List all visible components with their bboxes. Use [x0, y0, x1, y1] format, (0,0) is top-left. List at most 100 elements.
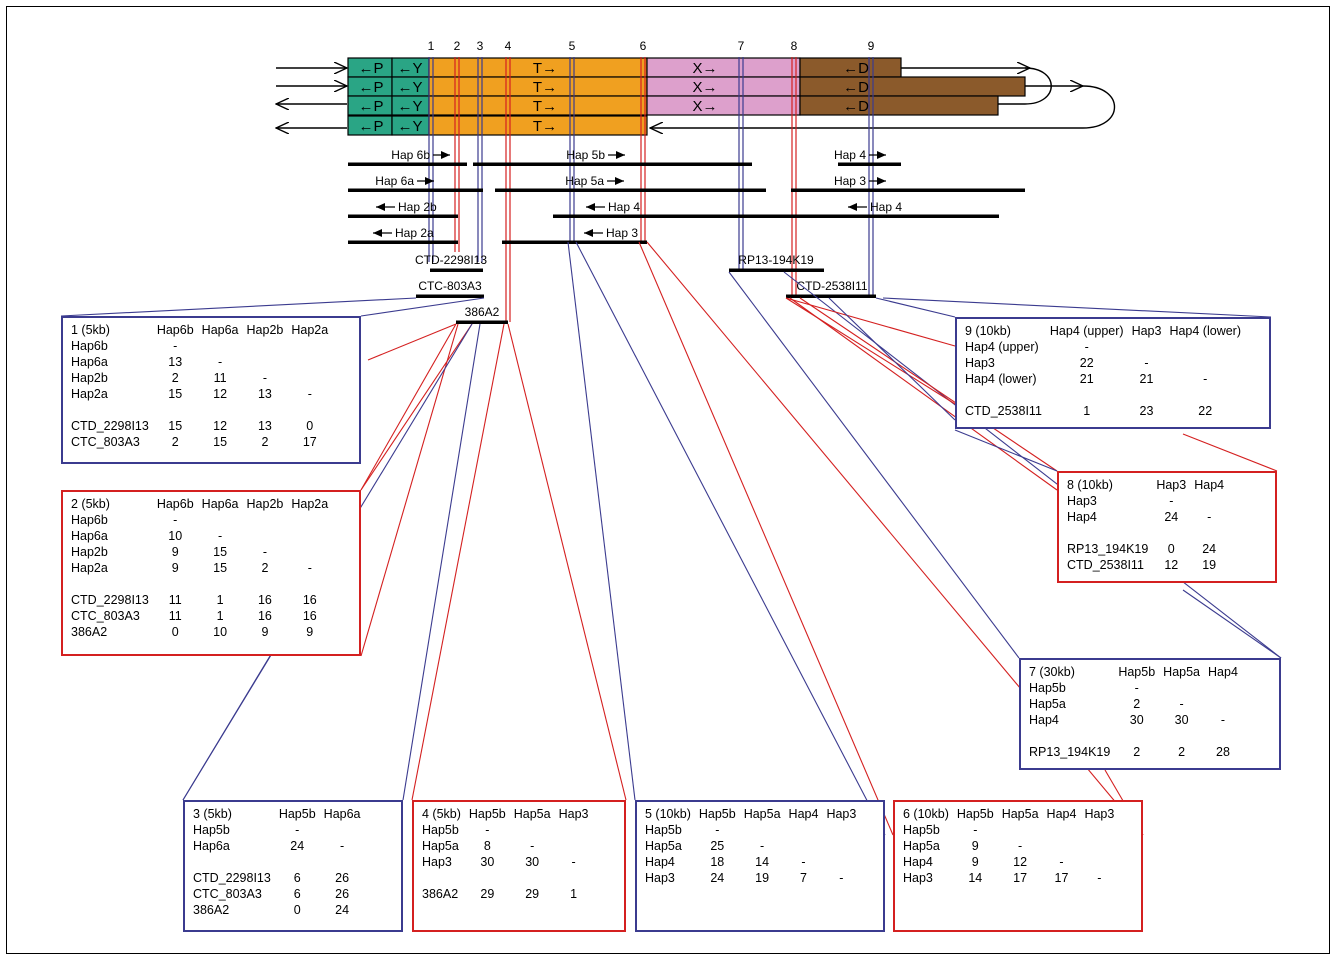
table-cell [1043, 822, 1081, 838]
table-cell: Hap4 [1067, 510, 1097, 524]
haplotype-label: Hap 6b [391, 148, 430, 162]
table-cell: 12 [1013, 855, 1028, 869]
table-cell: - [760, 839, 765, 853]
connector-line [638, 241, 894, 836]
table-cell: 15 [213, 435, 228, 449]
table-cell: - [1097, 871, 1102, 885]
table-cell: 22 [1079, 356, 1094, 370]
table-cell: - [307, 387, 312, 401]
table-cell: 29 [525, 887, 540, 901]
table-cell: - [173, 339, 178, 353]
table-cell: 8 [483, 839, 491, 853]
connector-line [875, 297, 956, 318]
table-cell: 16 [257, 593, 272, 607]
table-row [71, 402, 332, 418]
table-cell: 2 [261, 435, 269, 449]
connector-line [182, 655, 271, 801]
table-cell: 30 [1129, 713, 1144, 727]
table-title: 5 (10kb) [645, 807, 691, 821]
table-cell [740, 822, 785, 838]
table-cell: - [1220, 713, 1226, 727]
column-header: Hap5b [278, 807, 316, 821]
table-cell: 1 [1083, 404, 1091, 418]
site-number: 5 [569, 39, 576, 53]
column-header: Hap6a [201, 497, 239, 511]
table-cell: Hap4 [645, 855, 675, 869]
table-cell [822, 822, 860, 838]
haplotype-bar [473, 162, 752, 166]
column-header: Hap5b [1118, 665, 1156, 679]
clone-bar [729, 268, 824, 272]
table-title: 6 (10kb) [903, 807, 949, 821]
table-cell [243, 528, 288, 544]
table-cell: CTD_2298I13 [71, 419, 149, 433]
connector-line [360, 323, 457, 491]
table-cell: - [262, 545, 268, 559]
column-header: Hap6a [323, 807, 361, 821]
site-number: 9 [868, 39, 875, 53]
table-row [965, 387, 1245, 403]
table-cell: - [1179, 697, 1184, 711]
connector-line [367, 323, 457, 361]
table-cell: 10 [168, 529, 183, 543]
column-header: Hap3 [1156, 478, 1187, 492]
table-cell: 11 [168, 593, 182, 607]
table-cell: 23 [1139, 404, 1154, 418]
table-cell: RP13_194K19 [1067, 542, 1149, 556]
haplotype-bar [348, 214, 458, 218]
table-cell: 18 [710, 855, 725, 869]
table-cell [998, 822, 1043, 838]
segment-label: X→ [692, 98, 717, 115]
haplotype-bar [348, 188, 483, 192]
table-cell: 21 [1139, 372, 1154, 386]
table-cell: 0 [306, 419, 314, 433]
table-cell: 26 [335, 887, 350, 901]
haplotype-label: Hap 4 [608, 200, 640, 214]
table-cell: 13 [168, 355, 183, 369]
table-cell [1043, 838, 1081, 854]
table-cell: 24 [710, 871, 725, 885]
table-cell: 16 [257, 609, 272, 623]
table-cell: - [1203, 372, 1208, 386]
haplotype-label: Hap 3 [606, 226, 638, 240]
table-cell: - [262, 371, 268, 385]
loop-arrow [650, 85, 1116, 128]
segment-label: X→ [692, 60, 717, 77]
table-cell: 9 [971, 855, 979, 869]
table-cell: Hap5b [193, 823, 230, 837]
table-cell: - [1059, 855, 1064, 869]
table-cell [555, 838, 593, 854]
connector-line [1182, 589, 1282, 659]
table-cell: 12 [1164, 558, 1179, 572]
table-row: Hap6b- [71, 512, 332, 528]
haplotype-label: Hap 5a [565, 174, 604, 188]
table-cell: 12 [213, 419, 228, 433]
haplotype-bar [838, 162, 901, 166]
connector-line [799, 297, 1058, 472]
table-cell: Hap6a [71, 355, 108, 369]
table-cell [1080, 838, 1118, 854]
table-row: Hap5b- [903, 822, 1118, 838]
column-header: Hap3 [1084, 807, 1115, 821]
segment-block [799, 76, 1026, 97]
connector-line [567, 241, 636, 801]
table-cell [1128, 339, 1166, 355]
table-cell: CTC_803A3 [71, 435, 140, 449]
segment-label: ←D [843, 60, 869, 77]
column-header: Hap5a [1163, 665, 1201, 679]
table-cell: - [218, 355, 223, 369]
column-header: Hap4 [1046, 807, 1077, 821]
